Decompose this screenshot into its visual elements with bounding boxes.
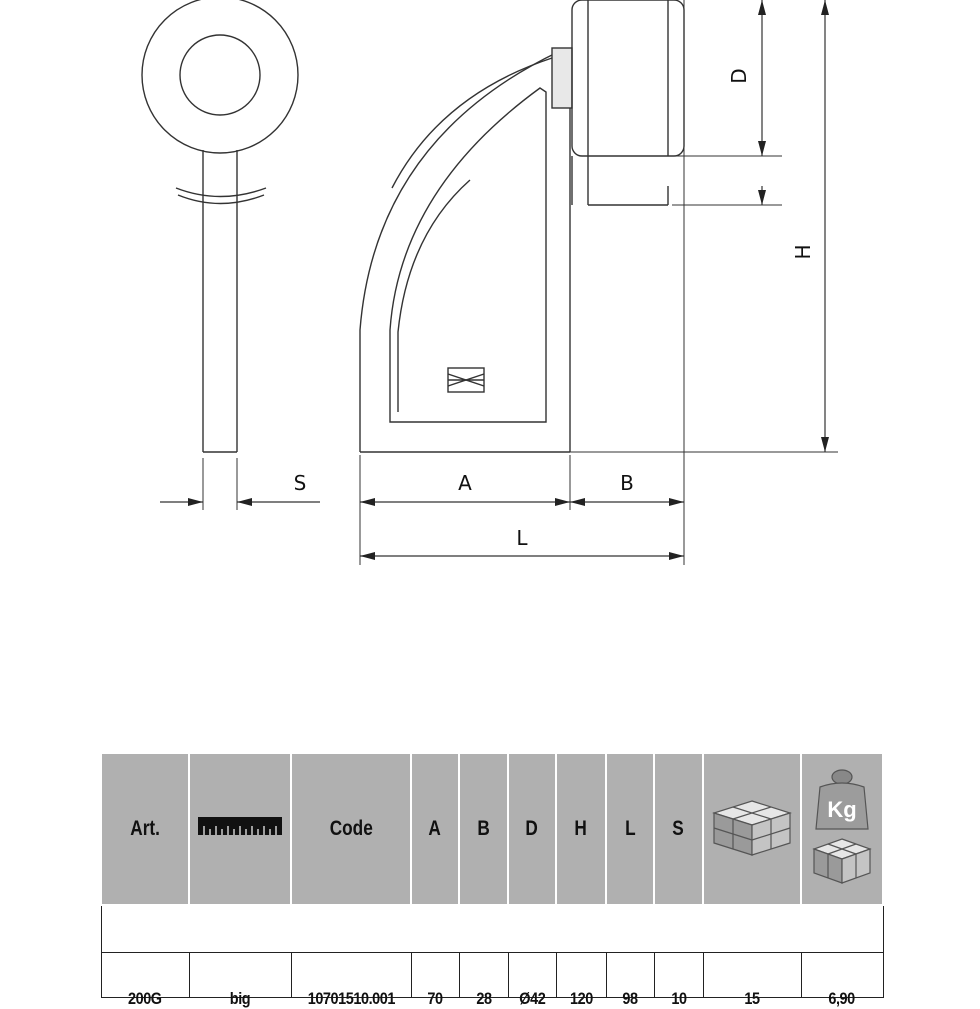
arrow-heads	[188, 0, 829, 560]
header-h: H	[555, 752, 607, 906]
dim-label-b: B	[620, 471, 634, 495]
cell-s: 10	[653, 952, 704, 1008]
front-view	[359, 0, 685, 453]
cell-size: big	[188, 952, 292, 1008]
cell-kg: 6,90	[800, 952, 884, 1008]
extension-lines	[202, 0, 838, 565]
dim-label-l: L	[516, 526, 528, 550]
technical-drawing: S A B L D H	[141, 0, 838, 565]
dim-label-h: H	[791, 244, 815, 259]
header-a: A	[410, 752, 460, 906]
side-view	[141, 0, 299, 453]
cell-art: 200G	[100, 952, 190, 1008]
spec-table: Art. Code A B D	[100, 752, 884, 1008]
packaging-boxes-icon	[712, 800, 792, 856]
cell-l: 98	[605, 952, 655, 1008]
table-header-row: Art. Code A B D	[100, 752, 884, 906]
ruler-icon	[198, 817, 282, 835]
header-size	[188, 752, 292, 906]
header-art: Art.	[100, 752, 190, 906]
weight-kg-label: Kg	[827, 797, 856, 822]
cell-d: Ø42	[507, 952, 557, 1008]
header-s: S	[653, 752, 704, 906]
cell-code: 10701510.001	[290, 952, 412, 1008]
weight-kg-icon: Kg	[812, 769, 872, 884]
dim-label-d: D	[727, 68, 751, 83]
dim-label-a: A	[458, 471, 472, 495]
cell-pack: 15	[702, 952, 802, 1008]
table-spacer-row	[100, 905, 884, 953]
dim-label-s: S	[294, 471, 307, 495]
cell-h: 120	[555, 952, 607, 1008]
table-row: 200G big 10701510.001 70 28 Ø42 120 98 1…	[100, 952, 884, 1008]
header-weight: Kg	[800, 752, 884, 906]
cell-a: 70	[410, 952, 460, 1008]
header-l: L	[605, 752, 655, 906]
cell-b: 28	[458, 952, 509, 1008]
header-b: B	[458, 752, 509, 906]
spacer-cell	[100, 905, 884, 953]
header-d: D	[507, 752, 557, 906]
header-code: Code	[290, 752, 412, 906]
header-pack	[702, 752, 802, 906]
